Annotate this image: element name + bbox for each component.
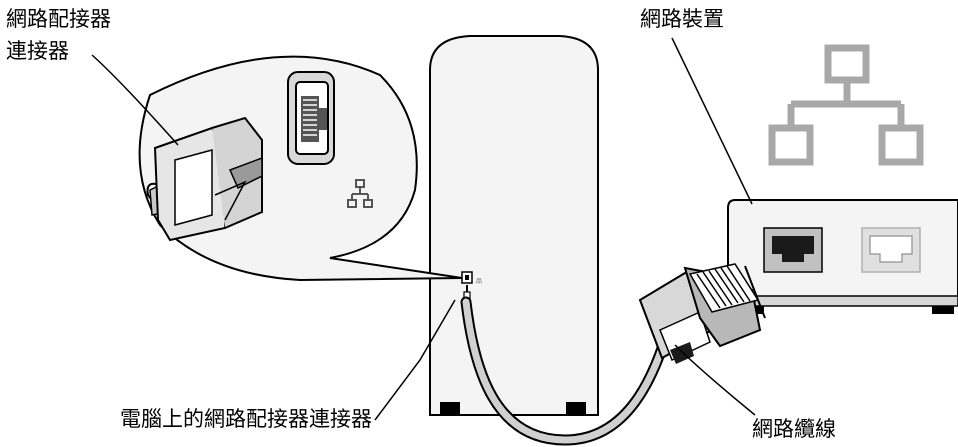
magnified-port-callout <box>138 55 463 282</box>
network-cable <box>460 285 674 446</box>
network-device-symbol-icon <box>768 44 924 166</box>
svg-text:品: 品 <box>476 278 482 285</box>
leader-lines <box>91 37 756 421</box>
network-device <box>727 44 958 314</box>
rj45-port-magnified <box>287 71 335 165</box>
computer-tower: 品 <box>429 35 599 416</box>
label-adapter-connector-line2: 連接器 <box>6 39 69 63</box>
network-topology-icon <box>347 179 373 208</box>
rj45-plug-magnified <box>146 116 263 242</box>
label-computer-connector: 電腦上的網路配接器連接器 <box>120 407 372 431</box>
rj45-plug-large <box>638 263 766 364</box>
label-network-cable: 網路纜線 <box>752 417 836 441</box>
rj45-port-inactive-icon <box>861 227 921 273</box>
rj45-port-active-icon <box>763 227 823 273</box>
label-network-device: 網路裝置 <box>640 7 724 31</box>
label-adapter-connector-line1: 網路配接器 <box>6 7 111 31</box>
